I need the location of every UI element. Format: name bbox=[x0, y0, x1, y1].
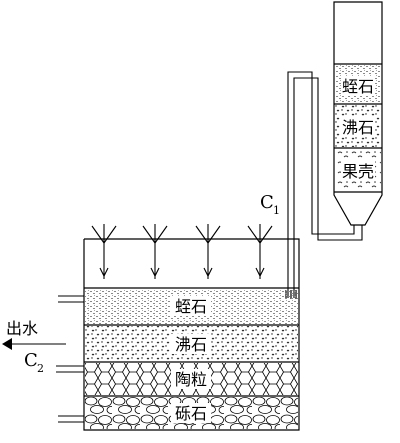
column-label-bg bbox=[341, 76, 375, 96]
plants bbox=[91, 224, 273, 279]
c2-label: C bbox=[24, 350, 38, 371]
outlet-label: 出水 bbox=[6, 319, 38, 338]
wetland-label-bg bbox=[171, 296, 211, 316]
plant-icon bbox=[142, 224, 168, 279]
column-layer-label: 果壳 bbox=[342, 162, 374, 181]
wetland-layer-label: 蛭石 bbox=[175, 297, 207, 316]
column-label-bg bbox=[341, 161, 375, 181]
side-pipes bbox=[4, 295, 84, 423]
wetland-layer-label: 砾石 bbox=[175, 404, 207, 423]
connecting-pipe bbox=[287, 71, 363, 298]
column-body bbox=[333, 1, 383, 226]
wetland-layer-label: 陶粒 bbox=[175, 370, 207, 389]
adsorption-column bbox=[333, 1, 383, 226]
c1-label: C bbox=[260, 192, 274, 213]
plant-icon bbox=[247, 224, 273, 279]
arrow-left-icon bbox=[2, 338, 12, 350]
column-layer-label: 蛭石 bbox=[342, 77, 374, 96]
wetland-label-bg bbox=[171, 403, 211, 423]
wetland-label-bg bbox=[171, 334, 211, 354]
column-label-bg bbox=[341, 117, 375, 137]
wetland-layer-label: 沸石 bbox=[175, 335, 207, 354]
c2-subscript: 2 bbox=[37, 362, 44, 375]
plant-icon bbox=[91, 224, 117, 279]
plant-icon bbox=[195, 224, 221, 279]
wetland-label-bg bbox=[171, 369, 211, 389]
column-layer-label: 沸石 bbox=[342, 118, 374, 137]
c1-subscript: 1 bbox=[273, 204, 280, 217]
